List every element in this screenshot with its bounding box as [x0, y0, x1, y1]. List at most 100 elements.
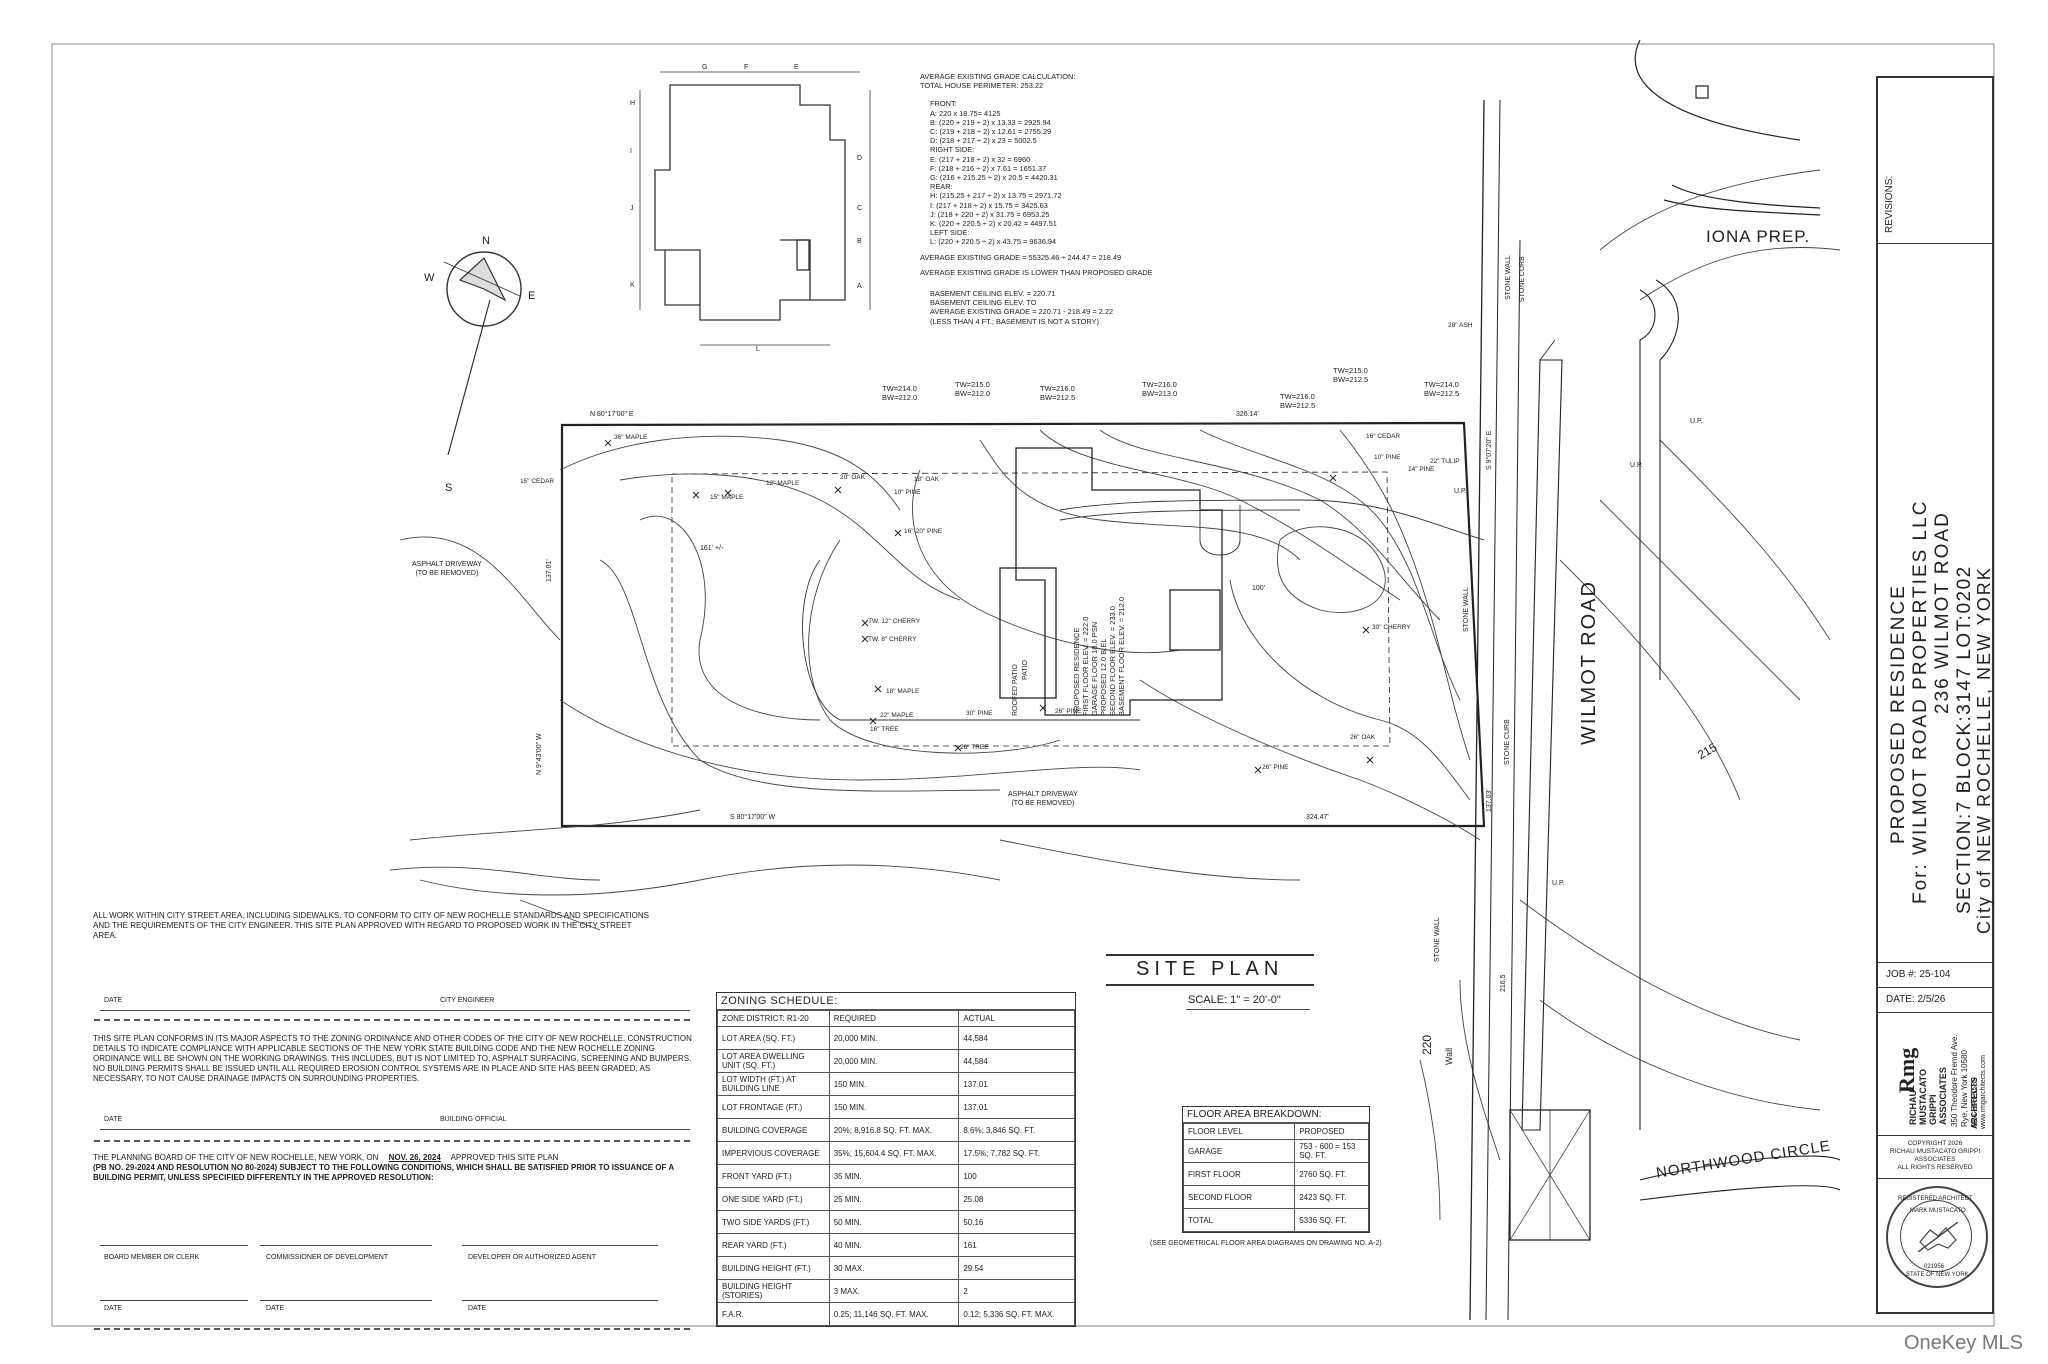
perimeter-letter-e: E — [794, 64, 799, 71]
zoning-cell: FRONT YARD (FT.) — [717, 1164, 830, 1188]
up-label-2: U.P. — [1630, 462, 1643, 469]
developer-label: DEVELOPER OR AUTHORIZED AGENT — [468, 1254, 596, 1261]
zoning-cell: BUILDING HEIGHT (STORIES) — [717, 1279, 830, 1303]
copyright-line: RICHAU MUSTACATO GRIPPI — [1889, 1148, 1981, 1155]
wall-elevation-value: TW=216.0 — [1280, 392, 1315, 401]
tree-label: 36" MAPLE — [614, 434, 648, 441]
stone-wall-label-bottom: STONE WALL — [1434, 917, 1441, 962]
zoning-cell: 150 MIN. — [828, 1095, 960, 1119]
grade-calc-line: L: (220 + 220.5 ÷ 2) x 43.75 = 9636.94 — [930, 237, 1057, 247]
floor-area-cell: FIRST FLOOR — [1182, 1162, 1296, 1186]
job-box: JOB #: 25-104 — [1878, 963, 1992, 988]
sig-divider-2 — [94, 1140, 690, 1142]
date-line-3 — [100, 1300, 248, 1301]
zoning-row: F.A.R.0.25; 11,146 SQ. FT. MAX.0.12; 5,3… — [717, 1302, 1075, 1326]
perimeter-letter-h: H — [630, 100, 636, 107]
zoning-cell: 40 MIN. — [828, 1233, 960, 1257]
property-boundary — [560, 421, 1486, 828]
northwood-curbs — [1639, 1155, 1841, 1201]
dist-left: 137.01' — [546, 559, 553, 582]
driveway-left-label: ASPHALT DRIVEWAY (TO BE REMOVED) — [412, 561, 482, 577]
grade-calc-line: RIGHT SIDE: — [930, 145, 975, 155]
copyright-line: ALL RIGHTS RESERVED — [1897, 1164, 1973, 1171]
iona-prep-curbs — [1634, 39, 1821, 216]
zoning-cell: 137.01 — [958, 1072, 1075, 1096]
up-label-3: U.P. — [1454, 488, 1467, 495]
contour-label-220: 220 — [1420, 1034, 1434, 1055]
zoning-cell: 2 — [958, 1279, 1075, 1303]
zoning-cell: 35 MIN. — [828, 1164, 960, 1188]
zoning-header-cell: REQUIRED — [828, 1010, 960, 1027]
site-plan-scale-underline — [1186, 1009, 1310, 1010]
tree-label: 18" MAPLE — [886, 688, 920, 695]
tree-label: 15" CEDAR — [520, 478, 555, 485]
seal-bottom: STATE OF NEW YORK — [1906, 1272, 1969, 1278]
sheet-date: DATE: 2/5/26 — [1886, 994, 1946, 1005]
firm-address-line: 350 Theodore Fremd Ave. — [1950, 1034, 1959, 1127]
stone-curb-label-mid: STONE CURB — [1504, 719, 1511, 765]
zoning-cell: 161 — [958, 1233, 1075, 1257]
tree-label: TW. 8" CHERRY — [868, 636, 917, 643]
zoning-cell: IMPERVIOUS COVERAGE — [717, 1141, 830, 1165]
wall-label: Wall — [1444, 1047, 1454, 1065]
grade-calc-line: J: (218 + 220 ÷ 2) x 31.75 = 6953.25 — [930, 209, 1050, 219]
zoning-cell: 8.6%; 3,846 SQ. FT. — [958, 1118, 1075, 1142]
compass-w: W — [424, 272, 435, 284]
seal-inner — [1900, 1200, 1972, 1272]
wall-elevation-value: TW=216.0 — [1142, 380, 1177, 389]
zoning-cell: BUILDING HEIGHT (FT.) — [717, 1256, 830, 1280]
tree-label: 26" OAK — [1350, 734, 1376, 741]
up-label-1: U.P. — [1690, 418, 1703, 425]
contour-lines — [389, 169, 1841, 1221]
perimeter-letter-i: I — [630, 148, 632, 155]
perimeter-letter-c: C — [857, 205, 863, 212]
tree-markers — [604, 439, 1374, 774]
zoning-cell: 25 MIN. — [828, 1187, 960, 1211]
zoning-cell: 20,000 MIN. — [828, 1049, 960, 1073]
driveway-bottom-label: ASPHALT DRIVEWAY (TO BE REMOVED) — [1008, 791, 1078, 807]
zoning-cell: BUILDING COVERAGE — [717, 1118, 830, 1142]
zoning-row: LOT AREA DWELLING UNIT (SQ. FT.)20,000 M… — [717, 1049, 1075, 1073]
patio-label: PATIO — [1022, 660, 1029, 680]
tree-label: 10" PINE — [894, 489, 921, 496]
wall-elevation-value: BW=212.0 — [955, 389, 991, 398]
perimeter-letter-l: L — [756, 346, 760, 353]
front-setback: 100' — [1252, 585, 1266, 592]
project-city: City of NEW ROCHELLE, NEW YORK — [1974, 566, 1994, 934]
wall-elevation-value: BW=212.0 — [882, 393, 918, 402]
zoning-cell: 137.01 — [958, 1095, 1075, 1119]
seal-name: MARK MUSTACATO — [1910, 1208, 1966, 1214]
zoning-cell: LOT AREA DWELLING UNIT (SQ. FT.) — [717, 1049, 830, 1073]
project-address: 236 WILMOT ROAD — [1932, 511, 1953, 714]
floor-area-cell: 2760 SQ. FT. — [1294, 1162, 1369, 1186]
iona-prep-label: IONA PREP. — [1706, 227, 1811, 246]
wall-elevation-value: TW=214.0 — [882, 384, 917, 393]
driveway-lines — [802, 499, 1485, 721]
zoning-conformance-note: THIS SITE PLAN CONFORMS IN ITS MAJOR ASP… — [93, 1034, 692, 1083]
perimeter-letter-a: A — [857, 283, 862, 290]
copyright-line: ASSOCIATES — [1914, 1156, 1956, 1163]
zoning-row: ONE SIDE YARD (FT.)25 MIN.25.08 — [717, 1187, 1075, 1211]
tree-label: 16" TREE — [870, 726, 899, 733]
architect-seal: REGISTERED ARCHITECT MARK MUSTACATO 0219… — [1886, 1186, 1988, 1288]
zoning-cell: 20%; 8,916.8 SQ. FT. MAX. — [828, 1118, 960, 1142]
zoning-cell: 3 MAX. — [828, 1279, 960, 1303]
date-label-1: DATE — [104, 997, 123, 1004]
tree-label: 14" PINE — [1408, 466, 1435, 473]
floor-area-cell: GARAGE — [1182, 1139, 1296, 1163]
grade-calc-basement-line: BASEMENT CEILING ELEV. TO — [930, 298, 1037, 308]
tree-label: 22" MAPLE — [880, 712, 914, 719]
